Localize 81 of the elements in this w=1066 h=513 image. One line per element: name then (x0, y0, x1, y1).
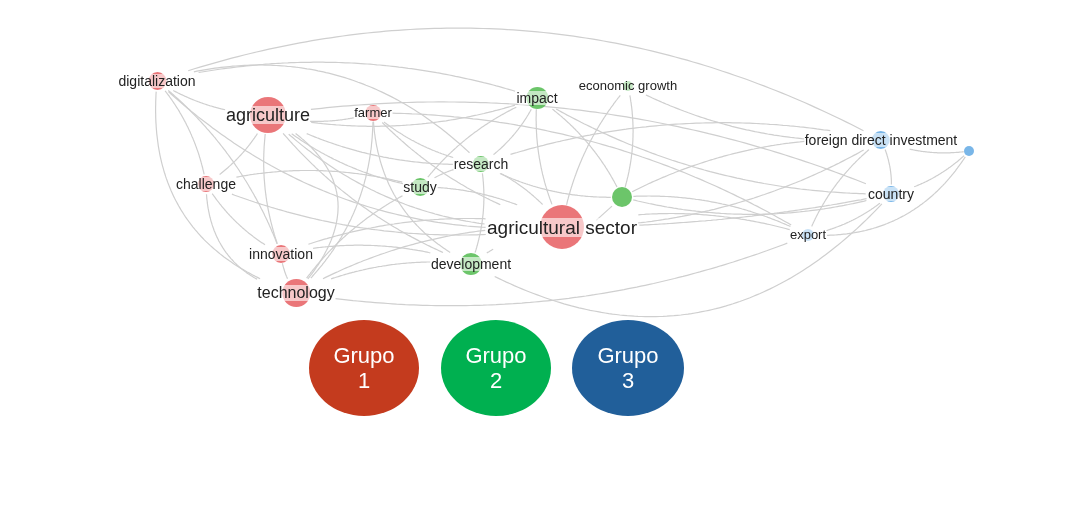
link-curve (155, 91, 261, 280)
link-curve (310, 101, 867, 185)
link-curve (330, 261, 431, 280)
link-curve (645, 94, 805, 140)
link-curve (193, 64, 471, 154)
link-curve (494, 203, 883, 318)
link-curve (383, 121, 454, 159)
keyword-label: development (430, 257, 512, 271)
link-curve (492, 108, 532, 156)
link-curve (595, 205, 613, 221)
link-curve (474, 172, 485, 254)
link-curve (235, 169, 403, 183)
link-curve (826, 156, 966, 236)
link-curve (167, 91, 487, 228)
link-curve (307, 217, 487, 245)
group-ellipse: Grupo 2 (441, 320, 551, 416)
link-curve (486, 248, 494, 254)
link-curve (167, 89, 278, 245)
link-curve (372, 121, 451, 253)
link-curve (624, 94, 634, 188)
keyword-label: research (453, 157, 509, 171)
link-curve (631, 140, 805, 193)
link-curve (211, 193, 266, 246)
link-curve (811, 149, 870, 227)
keyword-label: agricultural sector (487, 217, 637, 237)
link-curve (535, 108, 553, 205)
keyword-label: farmer (354, 106, 392, 120)
keyword-label: technology (257, 285, 335, 301)
link-curve (638, 198, 868, 226)
link-curve (198, 61, 516, 92)
link-curve (433, 169, 455, 179)
link-curve (565, 94, 621, 206)
link-curve (281, 262, 289, 280)
link-curve (205, 193, 258, 280)
link-curve (291, 133, 404, 185)
link-curve (288, 133, 486, 225)
link-curve (555, 108, 867, 195)
link-curve (427, 106, 517, 178)
link-curve (263, 133, 278, 245)
keyword-label: export (789, 228, 827, 242)
link-curve (282, 132, 444, 254)
link-curve (637, 149, 865, 224)
keyword-label: challenge (176, 177, 236, 191)
keyword-label: digitalization (118, 74, 196, 88)
link-curve (310, 104, 516, 127)
keyword-label: agriculture (226, 106, 310, 124)
link-curve (825, 202, 881, 232)
keyword-label: innovation (249, 247, 313, 261)
link-curve (172, 89, 226, 111)
link-curve (499, 172, 612, 198)
link-curve (295, 132, 339, 280)
keyword-label: study (403, 180, 437, 194)
link-curve (509, 122, 831, 155)
link-curve (500, 172, 544, 206)
link-curve (381, 121, 501, 206)
keyword-label: country (868, 187, 914, 201)
link-curve (551, 108, 618, 188)
link-curve (309, 117, 355, 122)
link-curve (219, 132, 258, 175)
link-curve (632, 199, 867, 215)
group-ellipse: Grupo 3 (572, 320, 684, 416)
link-curve (913, 155, 965, 188)
link-curve (909, 148, 965, 154)
link-curve (306, 133, 454, 165)
link-curve (637, 212, 791, 231)
keyword-label: impact (516, 91, 558, 105)
link-curve (187, 27, 865, 132)
link-curve (306, 195, 404, 279)
link-curve (632, 195, 791, 228)
link-curve (164, 90, 205, 175)
link-curve (322, 229, 486, 280)
link-curve (312, 244, 431, 254)
link-curve (231, 193, 487, 236)
link-curve (884, 148, 892, 186)
link-curve (310, 121, 374, 279)
link-curve (391, 112, 792, 226)
link-curve (437, 187, 518, 206)
group-ellipse: Grupo 1 (309, 320, 419, 416)
keyword-label: economic growth (578, 79, 678, 93)
keyword-label: foreign direct investment (804, 133, 958, 147)
link-curve (334, 242, 788, 307)
